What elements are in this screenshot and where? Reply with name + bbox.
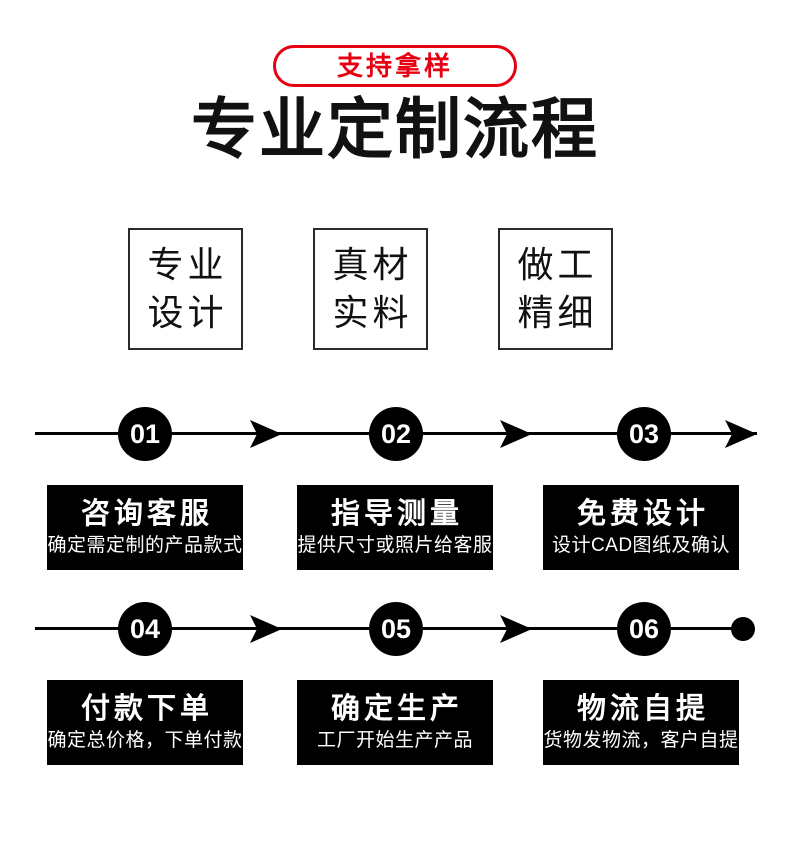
- step-number-02: 02: [369, 407, 423, 461]
- feature-box-professional-design: 专业 设计: [128, 228, 243, 350]
- step-card-desc: 工厂开始生产产品: [316, 730, 473, 752]
- step-card-confirm-production: 确定生产 工厂开始生产产品: [297, 680, 493, 765]
- step-number-label: 04: [129, 613, 161, 644]
- step-card-row-2: 付款下单 确定总价格，下单付款 确定生产 工厂开始生产产品 物流自提 货物发物流…: [0, 680, 790, 765]
- page-title: 专业定制流程: [191, 92, 599, 166]
- step-number-label: 02: [380, 418, 412, 449]
- step-card-title: 咨询客服: [80, 497, 213, 530]
- feature-label: 实料: [332, 292, 413, 333]
- step-card-title: 指导测量: [330, 497, 463, 530]
- feature-label: 精细: [517, 292, 598, 333]
- step-card-title: 免费设计: [576, 497, 709, 530]
- flow-timeline-row-1: 01 02 03: [0, 407, 790, 461]
- step-card-free-design: 免费设计 设计CAD图纸及确认: [543, 485, 739, 570]
- step-card-payment-order: 付款下单 确定总价格，下单付款: [47, 680, 243, 765]
- sample-support-badge: 支持拿样: [273, 45, 517, 87]
- feature-label: 设计: [147, 292, 228, 333]
- step-card-desc: 提供尺寸或照片给客服: [297, 535, 493, 557]
- step-card-title: 物流自提: [576, 692, 709, 725]
- feature-label: 做工: [517, 244, 598, 286]
- step-card-guided-measurement: 指导测量 提供尺寸或照片给客服: [297, 485, 493, 570]
- step-number-label: 06: [628, 613, 660, 644]
- flow-end-dot-icon: [731, 617, 755, 641]
- step-card-logistics-pickup: 物流自提 货物发物流，客户自提: [543, 680, 739, 765]
- step-number-06: 06: [617, 602, 671, 656]
- step-card-row-1: 咨询客服 确定需定制的产品款式 指导测量 提供尺寸或照片给客服 免费设计 设计C…: [0, 485, 790, 570]
- step-card-desc: 货物发物流，客户自提: [543, 730, 739, 752]
- feature-box-row: 专业 设计 真材 实料 做工 精细: [128, 228, 613, 350]
- step-card-title: 确定生产: [330, 692, 463, 725]
- step-number-05: 05: [369, 602, 423, 656]
- step-card-desc: 设计CAD图纸及确认: [551, 535, 731, 557]
- step-number-label: 01: [129, 418, 161, 449]
- step-card-consult-service: 咨询客服 确定需定制的产品款式: [47, 485, 243, 570]
- feature-box-genuine-materials: 真材 实料: [313, 228, 428, 350]
- step-card-desc: 确定总价格，下单付款: [47, 730, 243, 752]
- feature-label: 真材: [332, 244, 413, 286]
- sample-support-badge-label: 支持拿样: [336, 51, 453, 81]
- step-number-04: 04: [118, 602, 172, 656]
- step-number-label: 03: [628, 418, 660, 449]
- step-card-desc: 确定需定制的产品款式: [47, 535, 243, 557]
- step-number-label: 05: [380, 613, 412, 644]
- step-card-title: 付款下单: [80, 692, 213, 725]
- feature-label: 专业: [147, 244, 228, 286]
- feature-box-fine-workmanship: 做工 精细: [498, 228, 613, 350]
- step-number-03: 03: [617, 407, 671, 461]
- flow-timeline-row-2: 04 05 06: [0, 602, 790, 656]
- step-number-01: 01: [118, 407, 172, 461]
